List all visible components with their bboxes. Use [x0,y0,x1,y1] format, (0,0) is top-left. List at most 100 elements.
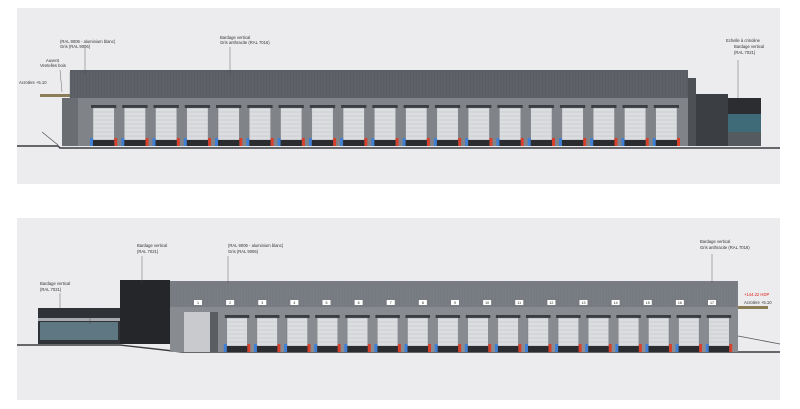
dock-number: 12 [549,301,553,305]
dock-leveller [377,346,398,352]
dock-bumper-right [729,344,733,352]
dock-header [341,105,367,108]
dock-bumper-right [145,138,149,146]
top-ground-line [17,145,780,149]
bottom-label-ral7021-a: (RAL 7021) [137,249,159,254]
dock-leveller [256,346,278,352]
dock-bumper-right [337,344,341,352]
dock-number: 4 [293,301,295,305]
dock-number-plate [515,300,524,305]
dock-leveller [561,140,584,146]
dock-leveller [437,346,459,352]
dock-bumper-left [246,138,250,146]
dock-bumper-left [371,138,375,146]
dock-number-plate [708,300,716,305]
dock-bumper-left [215,138,219,146]
dock-header [616,315,641,318]
bottom-dock-doors [223,315,733,352]
dock-header [497,105,523,108]
bottom-label-bardage-left: Bardage vertical [40,281,71,286]
bottom-entrance-door [184,312,212,352]
dock-bumper-left [121,138,125,146]
dock-number: 6 [358,301,360,305]
top-label-auvent: Auvent [46,58,60,63]
bottom-label-anthracite: Gris anthracite (RAL 7016) [700,245,750,250]
dock-number: 3 [261,301,263,305]
dock-bumper-right [551,138,555,146]
dock-header [403,105,429,108]
bottom-left-glazing [40,322,118,340]
dock-number-plate [611,300,620,305]
dock-bumper-right [608,344,612,352]
top-left-wall [62,98,78,146]
dock-bumper-right [548,344,552,352]
top-label-bardage-right: Bardage vertical [734,44,765,49]
dock-header [247,105,273,108]
dock-bumper-left [652,138,656,146]
dock-bumper-right [520,138,524,146]
dock-bumper-left [585,344,589,352]
dock-header [224,315,250,318]
dock-number: 15 [646,301,650,305]
dock-header [254,315,280,318]
dock-number: 7 [390,301,392,305]
bottom-label-ral9006: (RAL 9006 - aluminium blanc) [228,243,284,248]
dock-bumper-left [223,344,227,352]
dock-bumper-left [527,138,531,146]
dock-number-plate [194,300,202,305]
dock-bumper-left [340,138,344,146]
dock-header [706,315,732,318]
dock-bumper-right [333,138,337,146]
dock-header [278,105,304,108]
dock-header [285,315,310,318]
dock-leveller [155,140,177,146]
dock-bumper-right [176,138,180,146]
dock-leveller [317,346,338,352]
dock-bumper-left [675,344,679,352]
dock-number-plate [579,300,588,305]
top-right-block [696,94,728,146]
top-right-glazing [728,114,761,132]
dock-bumper-right [578,344,582,352]
dock-bumper-right [488,344,492,352]
dock-bumper-left [152,138,156,146]
top-elevation [17,47,780,149]
bottom-dark-tower [120,280,170,344]
dock-header [372,105,398,108]
dock-number-plate [258,300,267,305]
top-right-base [728,132,761,146]
top-dock-doors [90,105,680,146]
dock-leveller [249,140,271,146]
dock-number: 2 [229,301,231,305]
dock-header [375,315,400,318]
dock-header [465,315,491,318]
dock-number: 16 [678,301,682,305]
dock-leveller [678,346,700,352]
dock-bumper-right [614,138,618,146]
top-label-bardage: Bardage vertical [220,35,251,40]
dock-number-plate [451,300,459,305]
top-label-ral7021: (RAL 7021) [734,50,756,55]
dock-bumper-left [374,344,378,352]
dock-number-plate [226,300,235,305]
dock-number: 10 [485,301,489,305]
dock-number: 8 [422,301,424,305]
dock-leveller [467,346,489,352]
dock-number-plate [483,300,492,305]
dock-header [676,315,702,318]
dock-header [216,105,242,108]
dock-bumper-left [314,344,318,352]
dock-bumper-right [277,344,281,352]
top-label-ventelles: Ventelles bois [40,63,66,68]
dock-header [184,105,211,108]
dock-number-plate [547,300,556,305]
top-label-gris: Gris (RAL 9006) [60,44,91,49]
dock-leveller [593,140,615,146]
dock-bumper-right [638,344,642,352]
dock-number-plate [418,300,427,305]
dock-number-plate [386,300,395,305]
dock-header [315,315,340,318]
dock-bumper-right [114,138,118,146]
bottom-label-hdp: +144.22 HDP [744,292,770,297]
